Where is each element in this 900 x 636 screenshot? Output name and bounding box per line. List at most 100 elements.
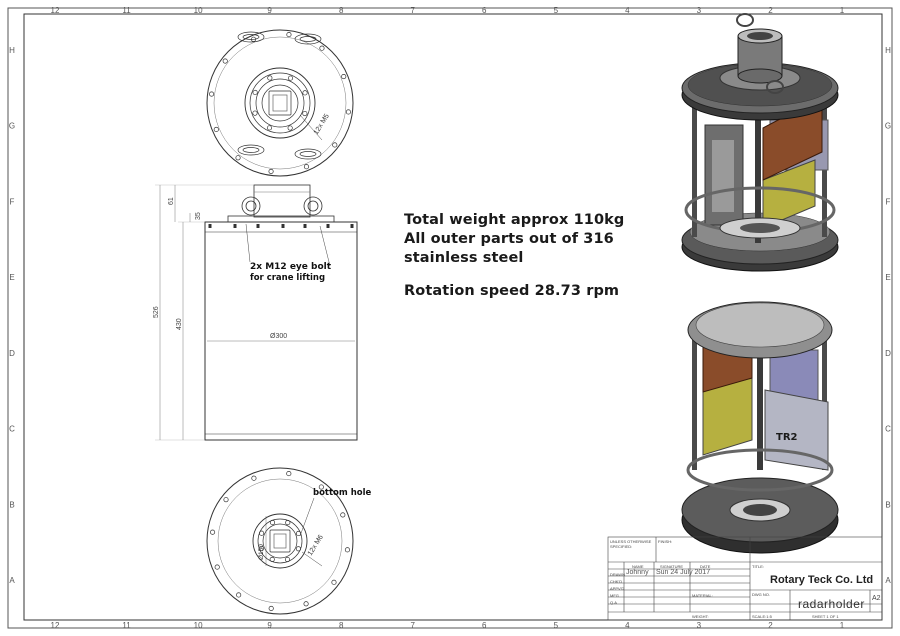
general-notes: Total weight approx 110kg All outer part… <box>404 211 624 301</box>
ruler-col-top: 4 <box>625 6 630 15</box>
iso-view-bottom <box>681 301 839 554</box>
tb-appvd-label: APPV'D <box>610 586 625 591</box>
bolt-hole <box>340 512 346 518</box>
bolt-hole <box>268 605 274 611</box>
bottom-view <box>206 467 354 615</box>
bolt-hole <box>295 530 302 537</box>
ruler-col-bottom: 9 <box>267 621 272 630</box>
bolt-hole <box>295 546 301 552</box>
tb-chkd-label: CHK'D <box>610 579 623 584</box>
bolt-hole <box>258 545 265 552</box>
eye-bolt-callout-line2: for crane lifting <box>250 273 326 283</box>
lid-bolt <box>326 224 330 228</box>
bolt-hole <box>332 142 338 148</box>
tr2-label: TR2 <box>776 432 798 443</box>
ruler-row-right: B <box>885 500 890 509</box>
bolt-hole <box>268 168 274 174</box>
tb-date-col: DATE <box>700 564 711 569</box>
bolt-hole <box>222 58 228 64</box>
tb-dwgno-label: DWG NO. <box>752 592 770 597</box>
note-material: All outer parts out of 316 <box>404 231 614 247</box>
bottom-view-bolt-holes <box>210 471 350 611</box>
iso-view-top <box>681 13 839 272</box>
bolt-hole <box>209 91 215 97</box>
ruler-col-bottom: 1 <box>840 621 845 630</box>
lid-bolt <box>350 224 354 228</box>
bolt-hole <box>267 75 273 81</box>
note-rotation-speed: Rotation speed 28.73 rpm <box>404 283 620 299</box>
tb-sheet: SHEET 1 OF 1 <box>812 614 839 619</box>
ruler-col-bottom: 7 <box>411 621 416 630</box>
bolt-hole <box>259 530 265 536</box>
ruler-row-right: H <box>885 46 891 55</box>
outer-frame <box>7 7 893 629</box>
bolt-hole <box>285 520 291 526</box>
bolt-hole <box>302 110 308 117</box>
tb-notes-header: UNLESS OTHERWISE SPECIFIED: <box>610 539 652 549</box>
ruler-row-right: E <box>885 273 890 282</box>
bottom-thread-dim: 12x M6 <box>307 534 325 557</box>
lid-bolts <box>208 224 354 228</box>
ruler-row-left: G <box>9 122 15 131</box>
bolt-hole <box>252 89 258 96</box>
bolt-hole <box>341 73 347 80</box>
ruler-row-left: D <box>9 349 15 358</box>
tb-company-name: Rotary Teck Co. Ltd <box>770 574 874 586</box>
eye-bolt-callout-line1: 2x M12 eye bolt <box>250 262 332 272</box>
bolt-hole <box>284 556 291 563</box>
ruler-row-right: F <box>886 197 891 206</box>
ruler-col-bottom: 6 <box>482 621 487 630</box>
tb-mfg-label: MFG <box>610 593 619 598</box>
bolt-hole <box>223 497 229 503</box>
lid-bolt <box>303 224 307 228</box>
note-weight: Total weight approx 110kg <box>404 212 625 228</box>
dim-overall-height: 526 <box>153 306 160 318</box>
ruler-row-left: B <box>9 500 14 509</box>
ruler-col-bottom: 2 <box>768 621 773 630</box>
tb-finish-label: FINISH: <box>658 539 673 544</box>
ruler-row-left: C <box>9 425 15 434</box>
bolt-hole <box>269 556 275 562</box>
note-material-cont: stainless steel <box>404 250 524 266</box>
title-block-grid <box>607 536 883 621</box>
ruler-col-top: 3 <box>697 6 702 15</box>
bolt-hole <box>214 564 220 570</box>
bolt-hole <box>235 155 241 161</box>
bolt-hole <box>250 36 257 42</box>
ruler-col-bottom: 11 <box>122 621 131 630</box>
tb-qa-label: Q.A <box>610 600 617 605</box>
ruler-col-bottom: 12 <box>51 621 60 630</box>
bolt-hole <box>287 75 294 81</box>
ruler-row-right: C <box>885 425 891 434</box>
ruler-row-right: A <box>885 576 891 585</box>
lid-bolt <box>233 224 237 228</box>
dim-top-b: 35 <box>195 212 202 220</box>
bolt-hole <box>236 592 242 598</box>
inner-frame <box>23 13 883 621</box>
tb-name-col: NAME <box>632 564 644 569</box>
bolt-hole <box>303 601 309 607</box>
bolt-hole <box>251 475 257 481</box>
bolt-hole <box>318 484 324 490</box>
ruler-row-left: H <box>9 46 15 55</box>
tb-drawn-date: Sun 24 July 2017 <box>656 569 711 576</box>
lid-bolt <box>256 224 260 228</box>
dim-diameter: Ø300 <box>270 333 287 340</box>
tb-title-label: TITLE: <box>752 564 765 569</box>
ruler-col-top: 7 <box>411 6 416 15</box>
bolt-hole <box>213 126 219 133</box>
ruler-col-bottom: 8 <box>339 621 344 630</box>
bolt-hole <box>319 45 325 51</box>
ruler-row-left: F <box>10 197 15 206</box>
ruler-row-right: D <box>885 349 891 358</box>
lid-bolt <box>208 224 212 228</box>
tb-weight-label: WEIGHT: <box>692 614 709 619</box>
lid-bolt <box>281 224 285 228</box>
ruler-col-bottom: 3 <box>697 621 702 630</box>
bolt-hole <box>252 110 258 116</box>
ruler-col-top: 6 <box>482 6 487 15</box>
bottom-hole-callout: bottom hole <box>313 488 372 498</box>
bolt-hole <box>266 125 273 131</box>
bolt-hole <box>303 164 310 170</box>
tb-scale: SCALE:1:5 <box>752 614 772 619</box>
